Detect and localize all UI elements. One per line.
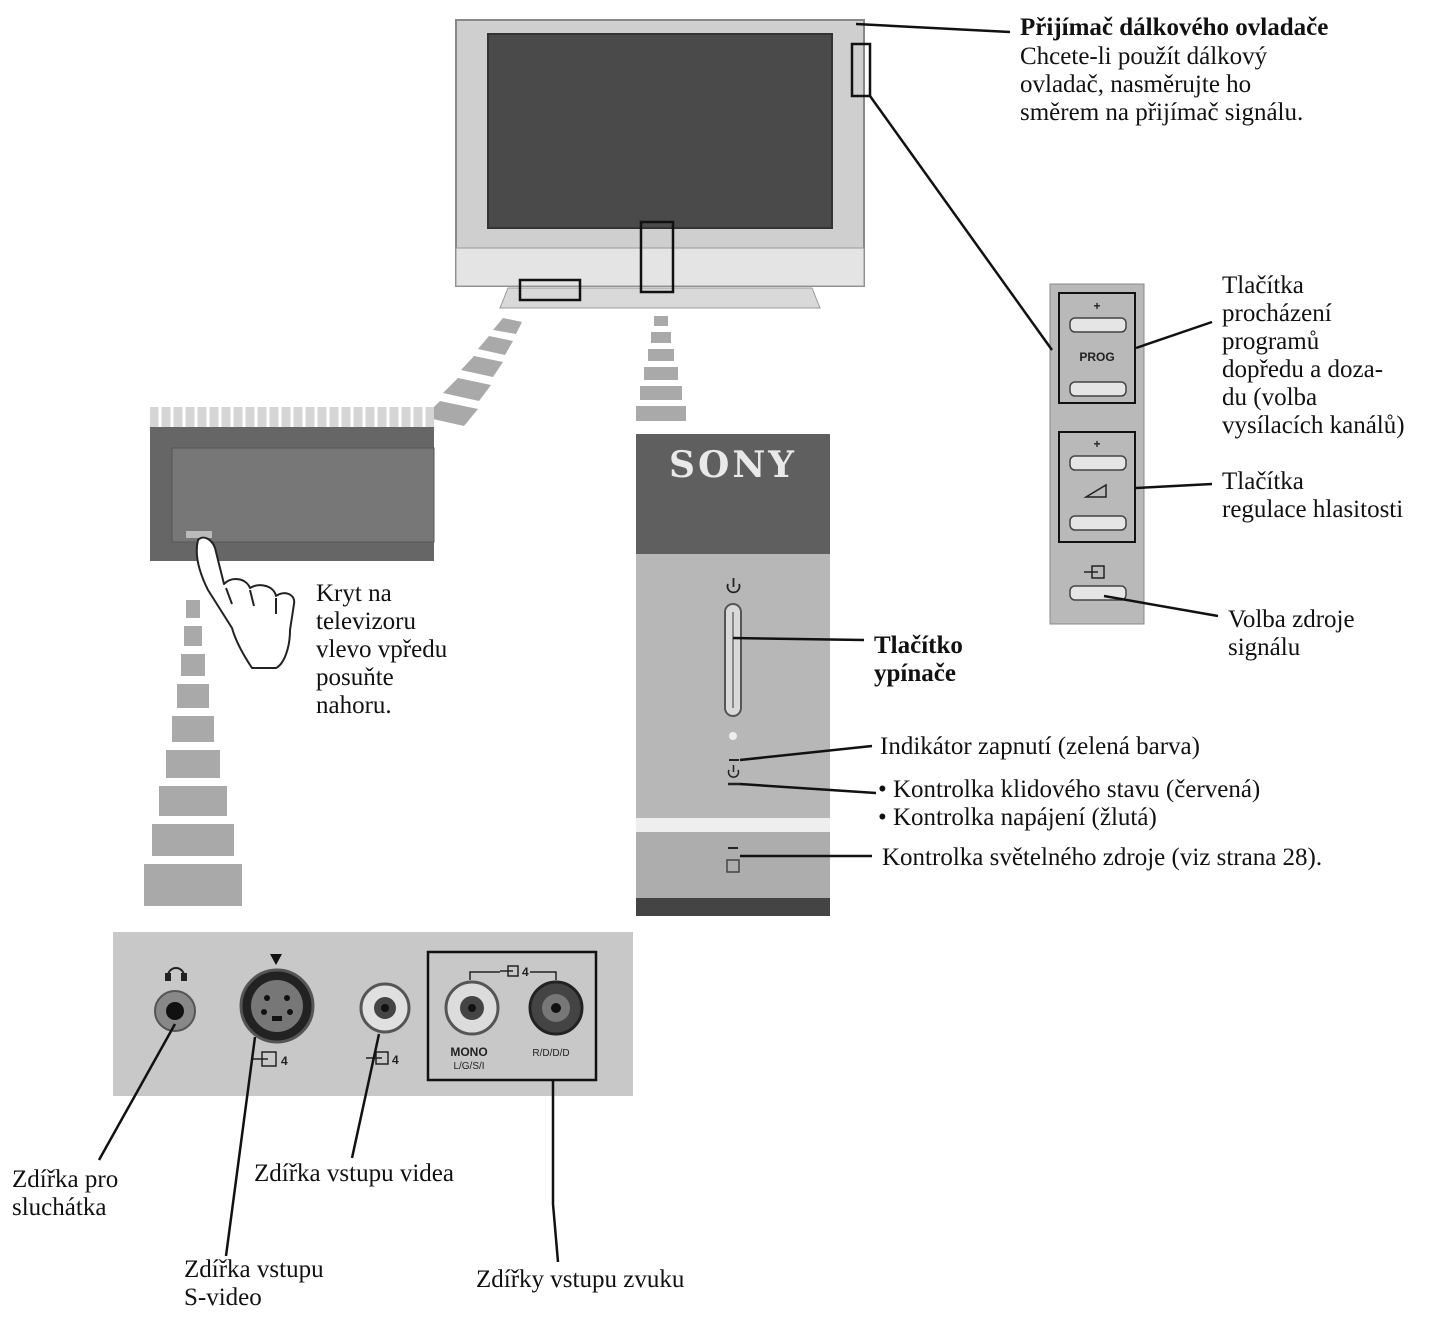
label-power-lamp: • Kontrolka napájení (žlutá) [878,804,1157,831]
side-buttons-panel: + PROG + [1049,283,1145,625]
leader-lines [97,22,1219,1263]
volume-up-button[interactable] [1069,455,1127,471]
prog-down-button[interactable] [1069,381,1127,397]
label-prog-buttons: Tlačítka procházení programů dopředu a d… [1222,272,1405,439]
power-icon [726,578,741,594]
svg-text:PROG: PROG [1079,350,1114,364]
svg-text:4: 4 [522,965,529,979]
volume-down-button[interactable] [1069,515,1127,531]
power-panel: SONY [636,434,830,916]
fan-to-jack-panel [144,600,242,906]
label-headphone-jack: Zdířka pro sluchátka [12,1166,119,1221]
svg-text:+: + [1093,437,1100,451]
svg-text:+: + [1093,299,1100,313]
jack-panel: 4 4 4 MONO L/G/S/I R/D/D/D [113,932,633,1096]
sony-logo: SONY [669,444,797,486]
cover-closeup [150,407,435,561]
label-video-jack: Zdířka vstupu videa [254,1160,454,1187]
tv-front [455,19,872,309]
volume-icon [1083,483,1107,498]
prog-up-button[interactable] [1069,317,1127,333]
audio-input-icon [500,965,519,977]
label-light-source-lamp: Kontrolka světelného zdroje (viz strana … [882,844,1323,871]
svg-text:MONO: MONO [450,1045,487,1059]
label-cover-note: Kryt na televizoru vlevo vpředu posuňte … [316,580,448,719]
label-audio-jacks: Zdířky vstupu zvuku [476,1266,685,1293]
standby-icon [727,765,740,778]
label-power-button: Tlačítko ypínače [874,632,963,687]
fan-to-power-panel [636,316,686,421]
label-remote-receiver-text: Chcete-li použít dálkový ovladač, nasměr… [1020,43,1304,126]
input-icon [1084,565,1105,579]
label-standby-lamp: • Kontrolka klidového stavu (červená) [878,776,1261,803]
svg-text:4: 4 [392,1053,399,1067]
label-remote-receiver-title: Přijímač dálkového ovladače [1020,14,1329,41]
fan-to-cover [424,318,522,426]
headphones-icon [165,967,187,981]
svideo-input-icon [251,1051,277,1067]
label-volume-buttons: Tlačítka regulace hlasitosti [1222,468,1404,523]
label-svideo-jack: Zdířka vstupu S-video [184,1256,324,1311]
svg-text:4: 4 [281,1054,288,1068]
svg-text:R/D/D/D: R/D/D/D [532,1048,569,1059]
label-source-select: Volba zdroje signálu [1228,606,1355,661]
hand-icon [195,536,296,669]
label-power-indicator: Indikátor zapnutí (zelená barva) [880,733,1200,760]
svg-text:L/G/S/I: L/G/S/I [453,1061,484,1072]
